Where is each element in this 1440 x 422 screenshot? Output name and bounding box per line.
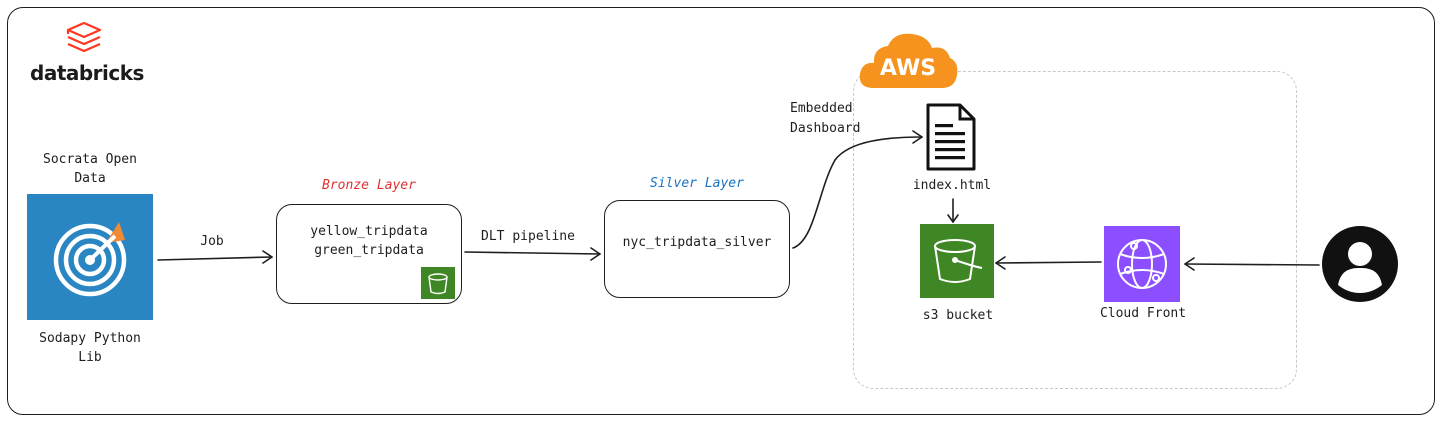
user-avatar-icon xyxy=(1321,225,1399,303)
arrow-embed xyxy=(792,136,923,249)
arrow-cf-s3-head xyxy=(995,256,1006,270)
cloudfront-label: Cloud Front xyxy=(1099,306,1187,321)
arrow-dlt xyxy=(464,251,601,255)
databricks-wordmark: databricks xyxy=(30,61,144,85)
source-subtitle: Sodapy Python Lib xyxy=(39,331,141,365)
edge-label-dashboard: Dashboard xyxy=(790,121,861,136)
edge-label-dlt: DLT pipeline xyxy=(481,229,575,244)
arrow-index-s3-head xyxy=(947,214,959,223)
s3-bucket-large-icon xyxy=(920,224,994,298)
bronze-table-green: green_tripdata xyxy=(314,243,424,258)
socrata-target-icon xyxy=(27,194,153,320)
source-title: Socrata Open Data xyxy=(43,152,137,186)
s3-label: s3 bucket xyxy=(922,308,994,323)
cloudfront-icon xyxy=(1104,226,1180,302)
silver-layer-box: nyc_tripdata_silver xyxy=(604,200,790,298)
document-icon xyxy=(925,102,977,172)
aws-region xyxy=(853,71,1297,389)
bronze-layer-title: Bronze Layer xyxy=(322,178,416,193)
arrow-job-head xyxy=(262,250,273,264)
silver-table: nyc_tripdata_silver xyxy=(622,235,772,250)
arrow-embed-head xyxy=(912,130,923,144)
arrow-dlt-head xyxy=(590,247,601,261)
bronze-table-yellow: yellow_tripdata xyxy=(310,224,428,239)
arrow-user-cf-head xyxy=(1184,257,1195,271)
aws-cloud-icon: AWS xyxy=(856,30,960,92)
arrow-job xyxy=(157,256,273,261)
silver-layer-title: Silver Layer xyxy=(650,176,744,191)
databricks-logo-icon xyxy=(66,22,102,53)
index-label: index.html xyxy=(912,178,992,193)
edge-label-embedded: Embedded xyxy=(790,101,853,116)
aws-badge-text: AWS xyxy=(879,56,937,81)
s3-bucket-icon xyxy=(421,267,455,299)
arrow-cf-s3 xyxy=(995,261,1102,264)
arrow-user-cf xyxy=(1184,263,1320,266)
bronze-layer-box: yellow_tripdata green_tripdata xyxy=(276,204,462,304)
edge-label-job: Job xyxy=(200,234,224,249)
diagram-frame xyxy=(7,7,1435,415)
